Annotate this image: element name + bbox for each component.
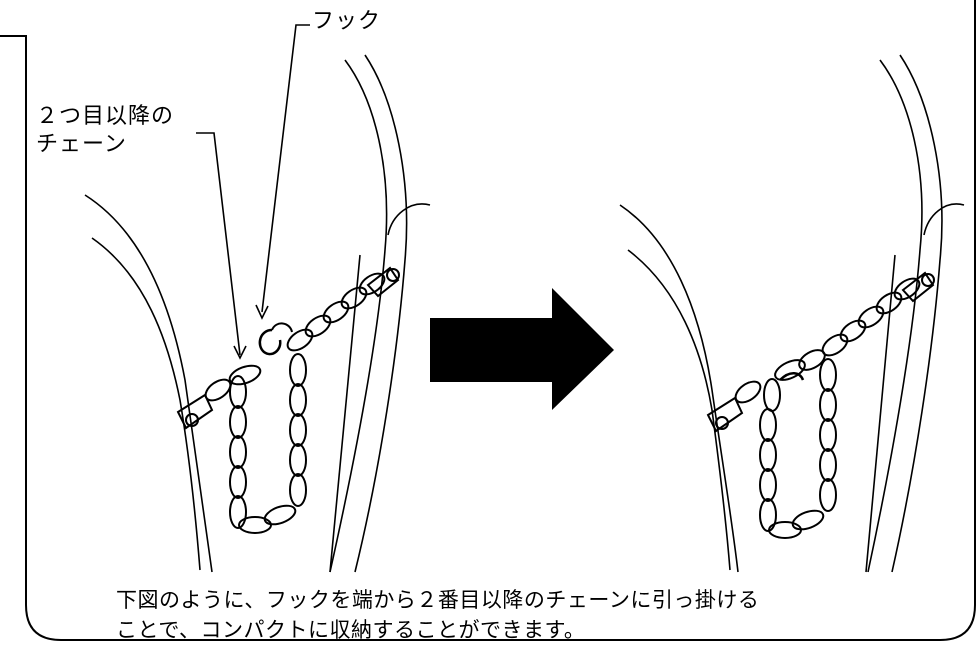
hook-label: フック — [312, 9, 382, 34]
left-chain — [176, 266, 400, 534]
caption-line2: ことで、コンパクトに収納することができます。 — [116, 618, 586, 642]
chain-label: ２つ目以降の チェーン — [36, 103, 174, 159]
right-chain — [706, 271, 935, 539]
hook-leader — [261, 24, 310, 313]
chain-label-line2: チェーン — [36, 132, 127, 157]
chain-leader — [196, 132, 241, 356]
left-fender — [84, 54, 431, 573]
caption: 下図のように、フックを端から２番目以降のチェーンに引っ掛ける ことで、コンパクト… — [116, 585, 759, 645]
chain-label-line1: ２つ目以降の — [36, 104, 175, 129]
right-fender — [619, 54, 965, 573]
leader-lines — [196, 24, 310, 360]
right-arrow-icon — [430, 288, 614, 410]
caption-line1: 下図のように、フックを端から２番目以降のチェーンに引っ掛ける — [116, 588, 760, 612]
